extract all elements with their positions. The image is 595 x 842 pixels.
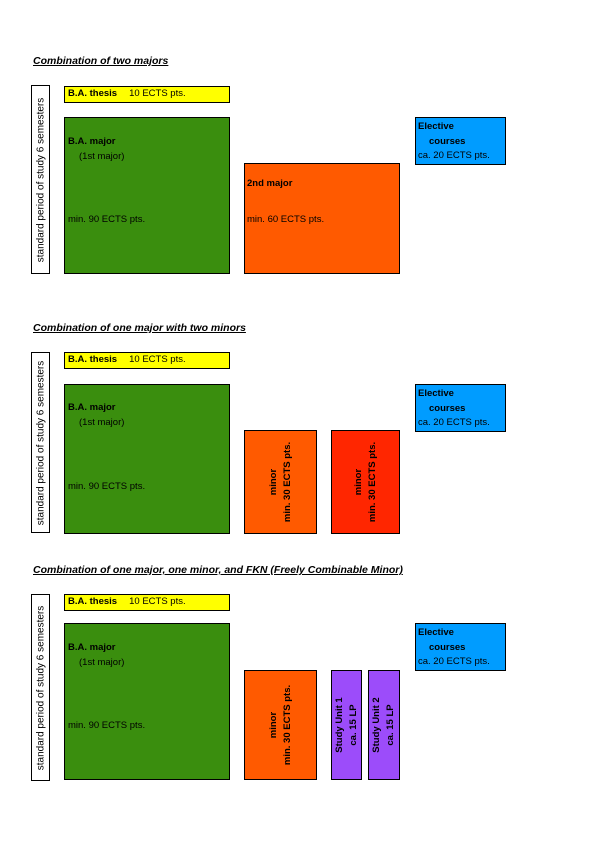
study-unit-title: Study Unit 2: [371, 697, 382, 753]
major-box: B.A. major (1st major) min. 90 ECTS pts.: [64, 384, 230, 534]
major-subtitle: (1st major): [79, 657, 125, 668]
thesis-box: B.A. thesis 10 ECTS pts.: [64, 86, 230, 103]
study-unit-box-1: Study Unit 1 ca. 15 LP: [331, 670, 362, 780]
elective-box: Elective courses ca. 20 ECTS pts.: [415, 117, 506, 165]
second-major-points: min. 60 ECTS pts.: [247, 214, 325, 225]
thesis-points: 10 ECTS pts.: [129, 354, 186, 365]
minor-points: min. 30 ECTS pts.: [281, 441, 293, 523]
second-major-title: 2nd major: [247, 178, 293, 189]
study-period-bar: standard period of study 6 semesters: [31, 85, 50, 274]
study-period-label: standard period of study 6 semesters: [35, 360, 46, 525]
thesis-box: B.A. thesis 10 ECTS pts.: [64, 352, 230, 369]
thesis-label: B.A. thesis: [68, 88, 118, 99]
major-title: B.A. major: [68, 402, 116, 413]
major-points: min. 90 ECTS pts.: [68, 214, 146, 225]
thesis-label: B.A. thesis: [68, 354, 118, 365]
major-subtitle: (1st major): [79, 151, 125, 162]
elective-line3: ca. 20 ECTS pts.: [418, 656, 490, 667]
study-period-label: standard period of study 6 semesters: [35, 97, 46, 262]
major-box: B.A. major (1st major) min. 90 ECTS pts.: [64, 117, 230, 274]
elective-line1: Elective: [418, 627, 454, 638]
study-unit-points: ca. 15 LP: [385, 704, 396, 746]
second-major-box: 2nd major min. 60 ECTS pts.: [244, 163, 400, 274]
elective-line3: ca. 20 ECTS pts.: [418, 417, 490, 428]
major-title: B.A. major: [68, 642, 116, 653]
minor-title: minor: [267, 711, 279, 739]
major-box: B.A. major (1st major) min. 90 ECTS pts.: [64, 623, 230, 780]
minor-box-2: minor min. 30 ECTS pts.: [331, 430, 400, 534]
section-major-two-minors: Combination of one major with two minors…: [0, 322, 595, 537]
elective-line2: courses: [429, 642, 466, 653]
study-period-bar: standard period of study 6 semesters: [31, 352, 50, 533]
major-points: min. 90 ECTS pts.: [68, 720, 146, 731]
section-major-minor-fkn: Combination of one major, one minor, and…: [0, 564, 595, 784]
study-unit-box-2: Study Unit 2 ca. 15 LP: [368, 670, 400, 780]
section-heading: Combination of one major, one minor, and…: [33, 564, 403, 576]
study-unit-title: Study Unit 1: [333, 697, 345, 753]
elective-line2: courses: [429, 136, 466, 147]
elective-line1: Elective: [418, 388, 454, 399]
elective-line2: courses: [429, 403, 466, 414]
section-heading: Combination of two majors: [33, 55, 169, 67]
study-period-label: standard period of study 6 semesters: [35, 605, 46, 770]
elective-line1: Elective: [418, 121, 454, 132]
major-subtitle: (1st major): [79, 417, 125, 428]
minor-points: min. 30 ECTS pts.: [281, 684, 293, 766]
elective-box: Elective courses ca. 20 ECTS pts.: [415, 384, 506, 432]
thesis-box: B.A. thesis 10 ECTS pts.: [64, 594, 230, 611]
section-heading: Combination of one major with two minors: [33, 322, 246, 334]
major-title: B.A. major: [68, 136, 116, 147]
major-points: min. 90 ECTS pts.: [68, 481, 146, 492]
minor-title: minor: [352, 468, 364, 496]
minor-box: minor min. 30 ECTS pts.: [244, 670, 317, 780]
thesis-points: 10 ECTS pts.: [129, 596, 186, 607]
minor-points: min. 30 ECTS pts.: [366, 441, 378, 523]
study-unit-points: ca. 15 LP: [347, 704, 359, 746]
minor-title: minor: [267, 468, 279, 496]
elective-box: Elective courses ca. 20 ECTS pts.: [415, 623, 506, 671]
thesis-points: 10 ECTS pts.: [129, 88, 186, 99]
study-period-bar: standard period of study 6 semesters: [31, 594, 50, 781]
thesis-label: B.A. thesis: [68, 596, 118, 607]
elective-line3: ca. 20 ECTS pts.: [418, 150, 490, 161]
section-two-majors: Combination of two majors standard perio…: [0, 55, 595, 280]
minor-box-1: minor min. 30 ECTS pts.: [244, 430, 317, 534]
